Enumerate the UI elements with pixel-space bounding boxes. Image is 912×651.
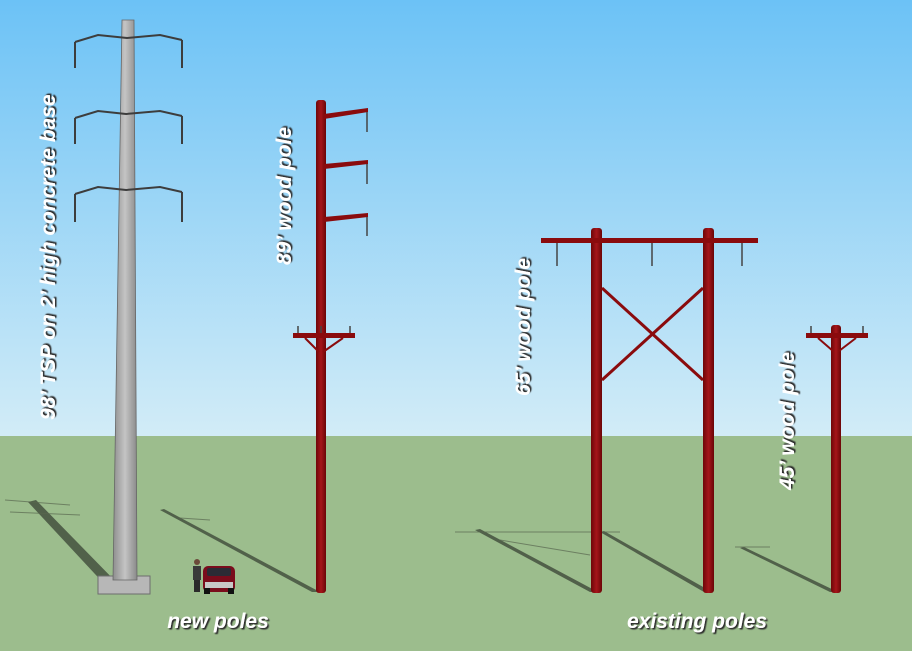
tsp-steel-pole bbox=[74, 19, 183, 595]
label-89: 89’ wood pole bbox=[273, 127, 296, 265]
label-45-text: 45’ wood pole bbox=[776, 352, 799, 491]
label-tsp-text: 98’ TSP on 2’ high concrete base bbox=[37, 94, 60, 420]
existing-poles-label: existing poles bbox=[627, 610, 767, 633]
wood-pole-45ft bbox=[806, 325, 868, 593]
shadows bbox=[28, 500, 838, 592]
new-poles-label: new poles bbox=[167, 610, 269, 633]
label-45: 45’ wood pole bbox=[776, 352, 799, 491]
wood-pole-65ft-h-frame bbox=[541, 228, 758, 593]
label-89-text: 89’ wood pole bbox=[273, 127, 296, 265]
label-tsp: 98’ TSP on 2’ high concrete base bbox=[37, 94, 60, 420]
label-65: 65’ wood pole bbox=[512, 258, 535, 396]
wood-pole-89ft bbox=[293, 100, 368, 593]
sky bbox=[0, 0, 912, 436]
car-scale-figure bbox=[203, 566, 235, 594]
ground bbox=[0, 436, 912, 651]
person-scale-figure bbox=[193, 559, 201, 592]
label-65-text: 65’ wood pole bbox=[512, 258, 535, 396]
